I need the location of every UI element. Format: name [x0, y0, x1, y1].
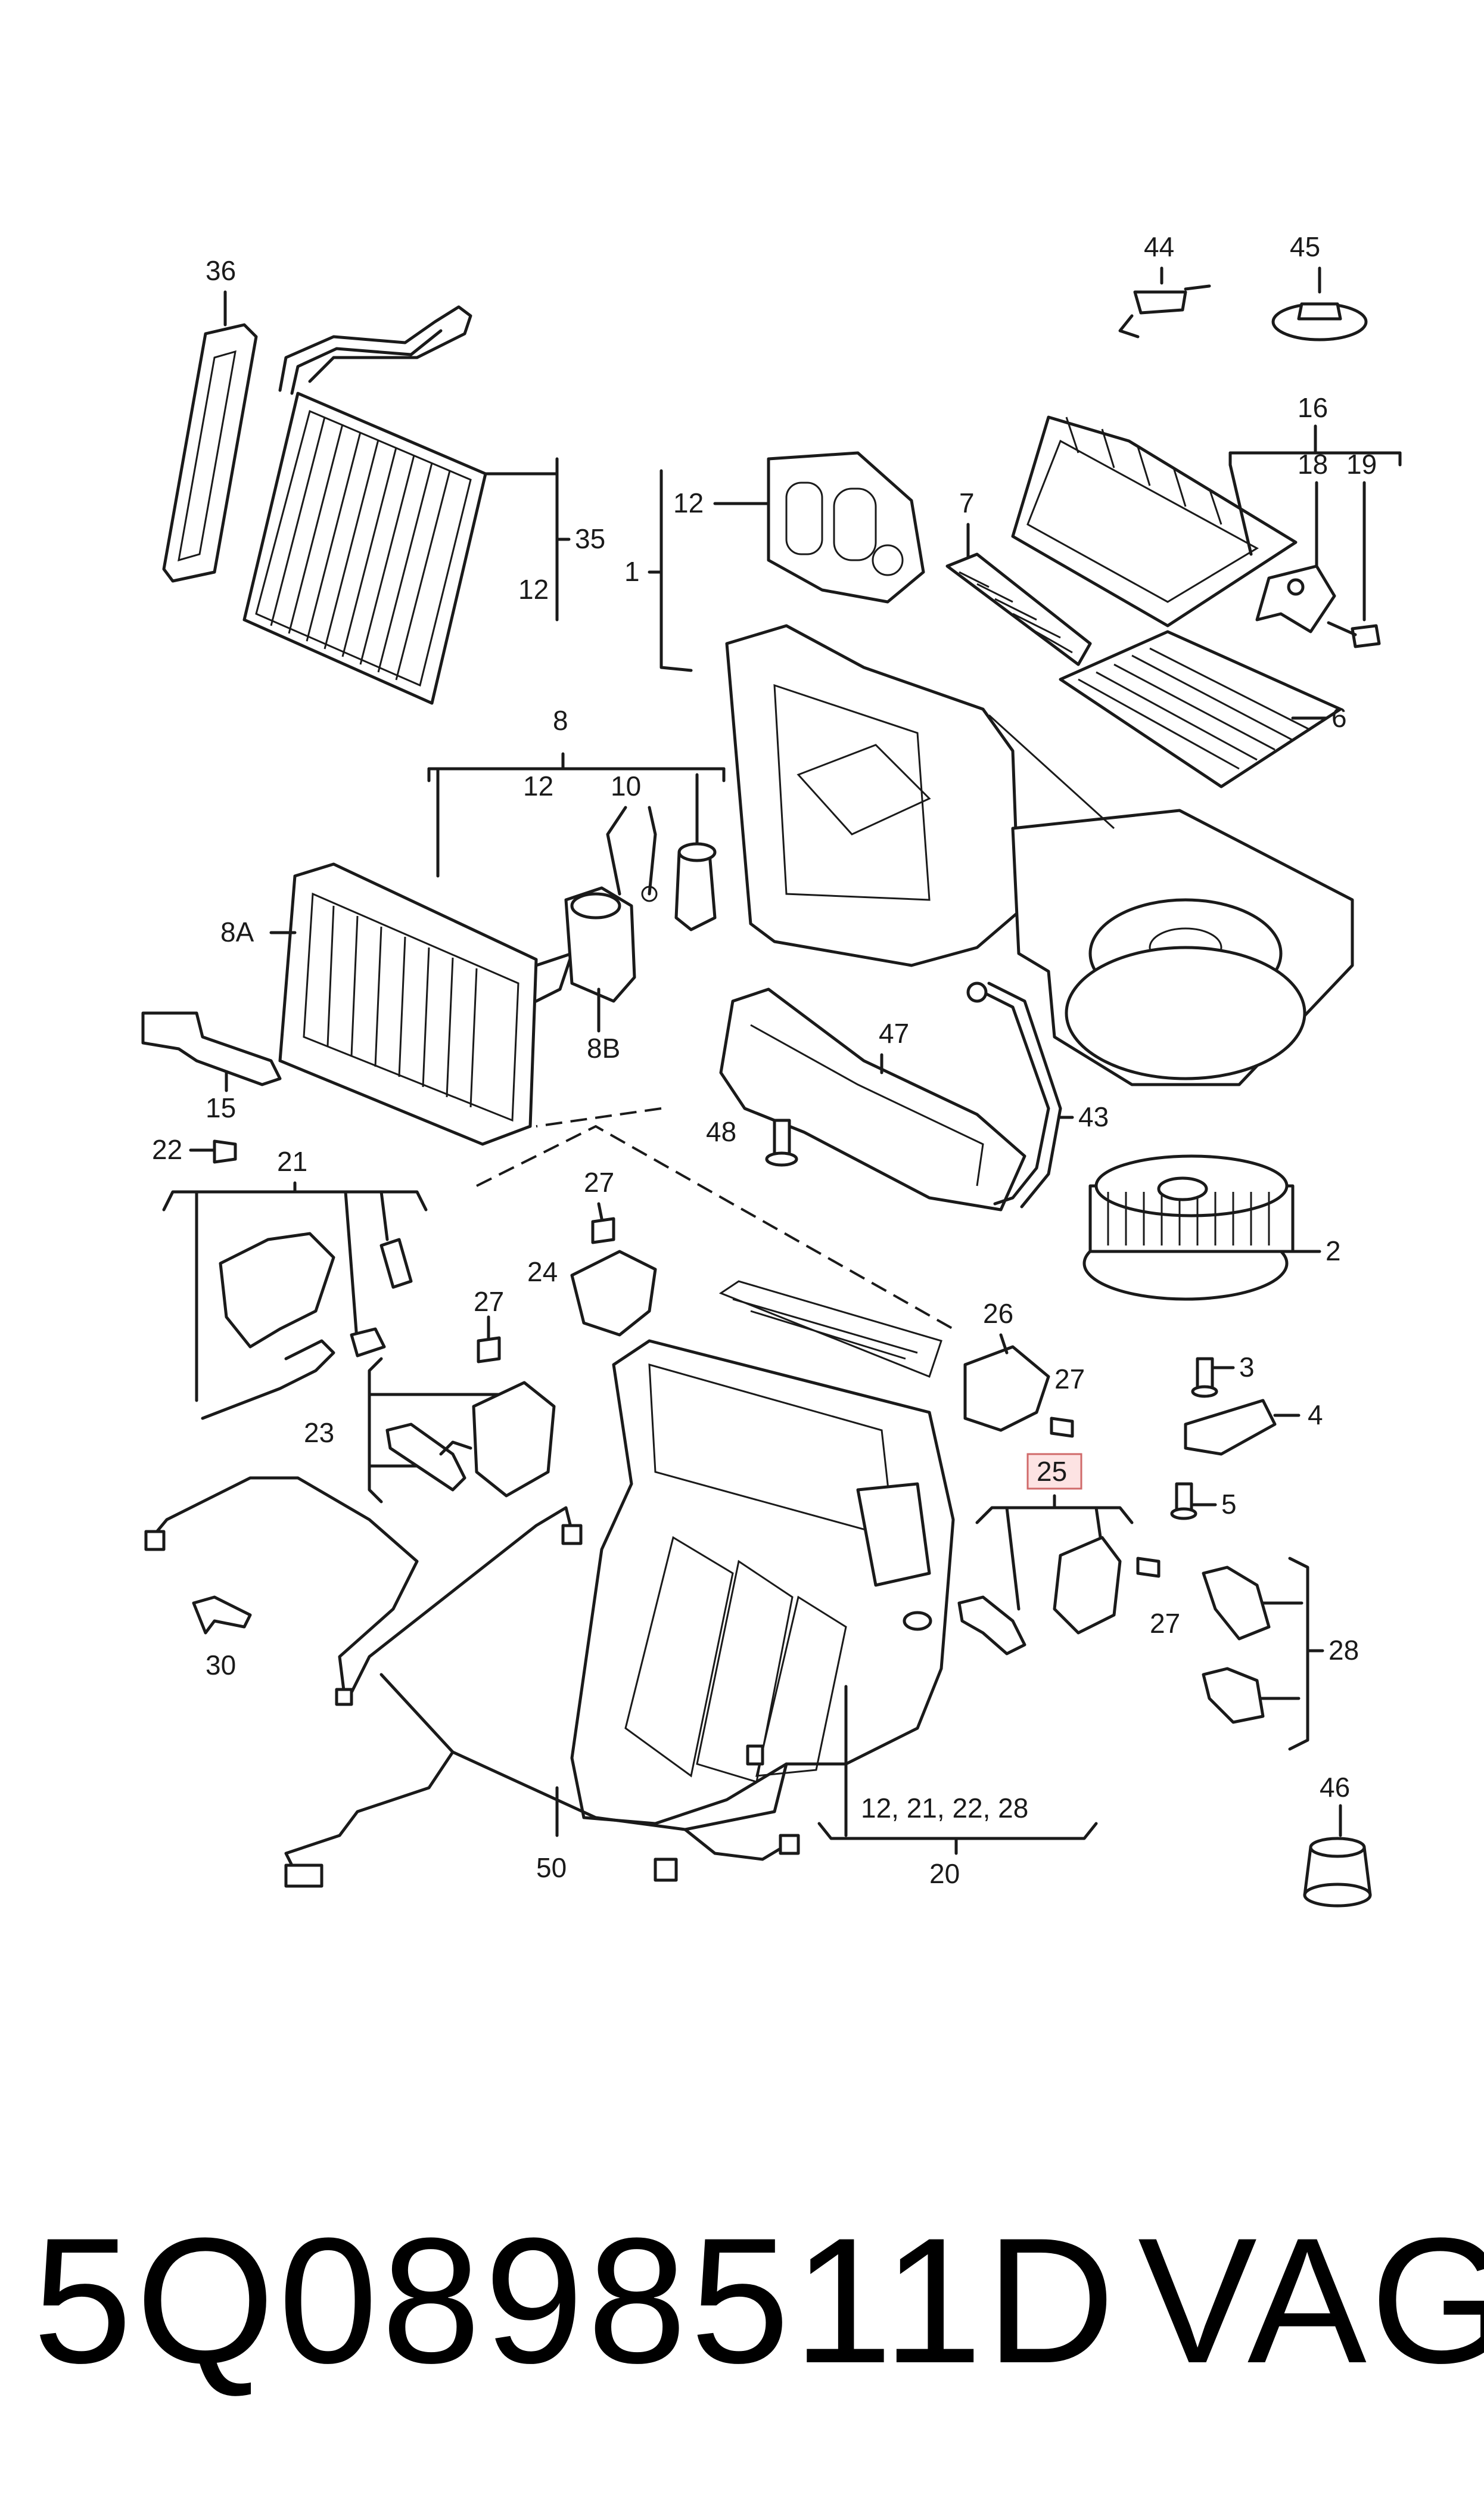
part-30-connector [192, 1595, 252, 1635]
callout-26: 26 [983, 1298, 1013, 1329]
callout-12-heater: 12 [518, 574, 549, 605]
part-35-heater-core [242, 305, 571, 705]
callout-7: 7 [959, 487, 975, 518]
part-15-sensor [141, 1011, 282, 1092]
part-number: 5Q0898511D [33, 2200, 1119, 2400]
callout-23: 23 [304, 1417, 334, 1448]
callout-46: 46 [1320, 1772, 1350, 1803]
part-47-duct [719, 987, 1026, 1212]
callout-20: 20 [929, 1858, 960, 1889]
part-18-bracket [1255, 564, 1336, 633]
callout-45: 45 [1290, 231, 1320, 262]
callout-12-evap: 12 [523, 771, 553, 802]
part-20-lower-housing [570, 1280, 1098, 1855]
part-16-cover [1011, 415, 1402, 628]
callout-27-top: 27 [584, 1167, 614, 1198]
part-4-resistor [1184, 1399, 1301, 1456]
dashed-ref-lines [476, 1107, 954, 1330]
part-21-linkage [162, 1181, 428, 1420]
part-45-nut [1271, 266, 1368, 341]
callout-25: 25 [1037, 1456, 1067, 1487]
callout-8A: 8A [220, 917, 254, 948]
part-8A-evaporator [269, 767, 574, 1146]
callout-36: 36 [206, 255, 236, 286]
brace-8 [427, 752, 726, 782]
callout-24: 24 [527, 1256, 558, 1287]
callout-20-list: 12, 21, 22, 28 [861, 1793, 1028, 1824]
callout-43: 43 [1078, 1101, 1109, 1132]
part-25-actuator [957, 1494, 1161, 1655]
part-28-sensors [1202, 1557, 1324, 1751]
callout-1: 1 [624, 556, 640, 587]
part-7-grille [945, 523, 1092, 666]
part-1-upper-housing [648, 469, 1354, 1086]
callout-12-gasket: 12 [673, 487, 704, 518]
callout-21: 21 [277, 1146, 307, 1177]
callout-5: 5 [1221, 1489, 1237, 1520]
callout-27-left: 27 [474, 1286, 504, 1317]
part-26-servo [963, 1333, 1074, 1438]
part-12-gasket [713, 451, 925, 604]
callout-25-highlight [1026, 1453, 1082, 1490]
part-46-cap [1303, 1804, 1372, 1908]
part-48-screw [765, 1119, 798, 1167]
part-24-flap-motor [570, 1202, 657, 1337]
brand-name: VAG [1138, 2200, 1484, 2400]
part-22-screw [189, 1139, 237, 1164]
part-43-drain-hose [966, 981, 1074, 1209]
part-10-seal [606, 773, 717, 931]
part-50-wiring-harness [144, 1476, 800, 1888]
callout-3: 3 [1239, 1352, 1255, 1383]
callout-50: 50 [536, 1852, 567, 1883]
callout-15: 15 [206, 1092, 236, 1123]
callout-27-bottom: 27 [1150, 1608, 1180, 1639]
part-5-screw [1170, 1482, 1217, 1520]
callout-44: 44 [1144, 231, 1174, 262]
callout-18: 18 [1298, 449, 1328, 480]
part-6-filter [1059, 630, 1342, 788]
callout-47: 47 [879, 1018, 909, 1049]
part-44-screw [1118, 266, 1211, 338]
callout-8B: 8B [587, 1033, 620, 1064]
part-19-bolt [1327, 621, 1381, 648]
callout-22: 22 [152, 1134, 182, 1165]
part-2-blower [1082, 1154, 1321, 1301]
callout-35: 35 [575, 523, 605, 554]
part-36-air-guide [162, 290, 258, 583]
callout-2: 2 [1326, 1235, 1341, 1266]
callout-8: 8 [553, 705, 568, 736]
callout-30: 30 [206, 1650, 236, 1681]
callout-labels: 36 44 45 16 18 19 12 7 1 35 12 6 8 12 10… [152, 231, 1377, 1889]
callout-4: 4 [1308, 1399, 1323, 1430]
callout-16: 16 [1298, 392, 1328, 423]
callout-6: 6 [1331, 702, 1347, 733]
part-3-screw [1191, 1357, 1235, 1398]
callout-27-right: 27 [1054, 1363, 1085, 1394]
callout-10: 10 [611, 771, 641, 802]
callout-19: 19 [1346, 449, 1377, 480]
callout-48: 48 [706, 1116, 736, 1147]
callout-28: 28 [1329, 1635, 1359, 1666]
part-8B-valve [564, 886, 636, 1033]
part-23-servo [368, 1315, 556, 1504]
